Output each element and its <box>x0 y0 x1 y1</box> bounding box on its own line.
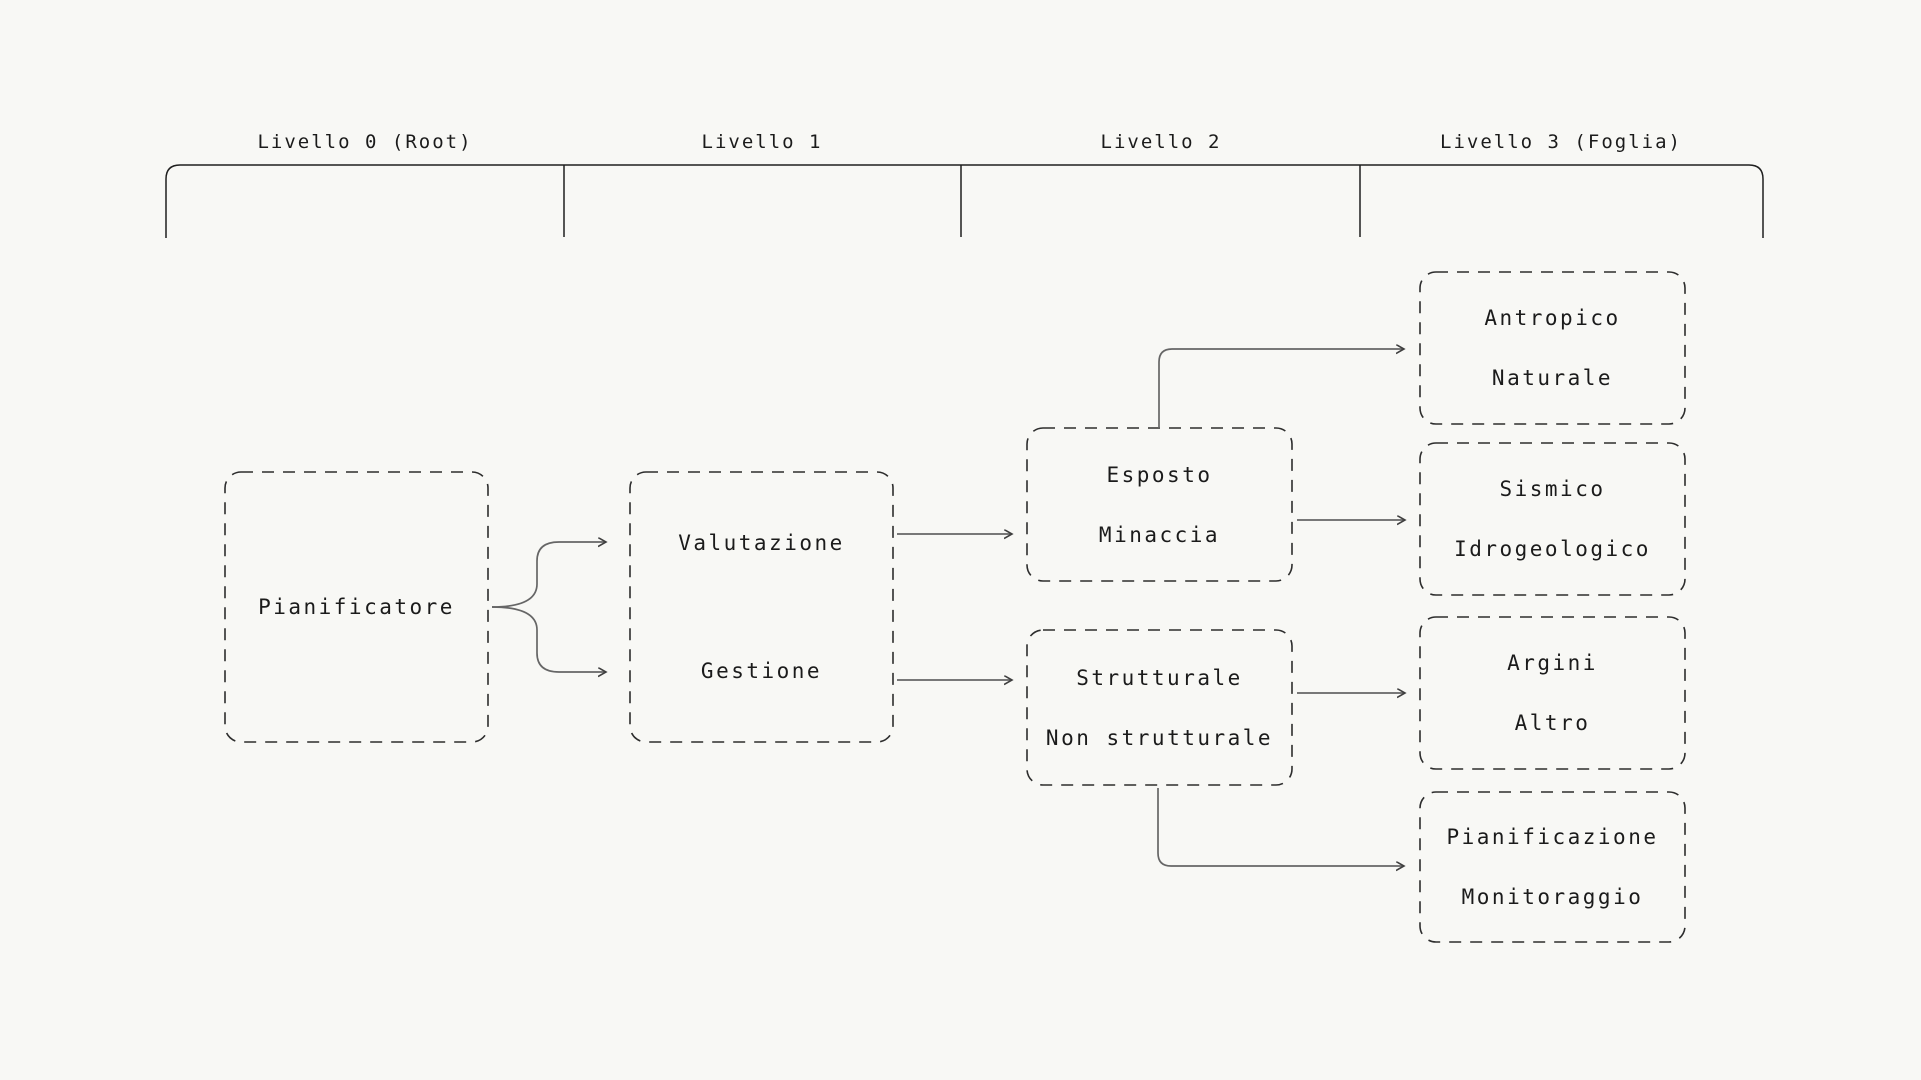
node-label: Naturale <box>1491 366 1614 390</box>
node-label: Sismico <box>1499 477 1606 501</box>
node-box-valutazione-gestione <box>629 471 894 743</box>
node-label: Gestione <box>700 659 823 683</box>
node-label: Antropico <box>1484 306 1621 330</box>
node-label: Esposto <box>1106 462 1213 487</box>
level-bracket <box>165 164 1764 238</box>
node-pianificazione-monitoraggio: Pianificazione Monitoraggio <box>1420 792 1685 942</box>
node-sismico-idrogeologico: Sismico Idrogeologico <box>1420 443 1685 595</box>
node-label: Monitoraggio <box>1461 885 1644 909</box>
node-box-pianificatore <box>224 471 489 743</box>
node-label: Idrogeologico <box>1454 537 1651 561</box>
level-label-2: Livello 2 <box>1100 131 1222 153</box>
node-box-argini-altro <box>1419 616 1686 770</box>
node-box-pianificazione-monitoraggio <box>1419 791 1686 943</box>
node-strutturale: Strutturale Non strutturale <box>1027 630 1292 785</box>
level-label-1: Livello 1 <box>701 131 823 153</box>
node-box-antropico-naturale <box>1419 271 1686 425</box>
connector-root-to-gestione <box>491 606 606 672</box>
node-label: Minaccia <box>1098 522 1221 547</box>
node-valutazione-gestione: Valutazione Gestione <box>630 472 893 742</box>
node-argini-altro: Argini Altro <box>1420 617 1685 769</box>
node-label: Valutazione <box>678 531 845 555</box>
node-pianificatore: Pianificatore <box>225 472 488 742</box>
node-label: Argini <box>1507 651 1598 675</box>
connector-root-to-valutazione <box>491 542 606 608</box>
node-label: Pianificazione <box>1446 825 1659 849</box>
node-esposto-minaccia: Esposto Minaccia <box>1027 428 1292 581</box>
level-label-3: Livello 3 (Foglia) <box>1440 131 1682 153</box>
node-label: Strutturale <box>1076 665 1243 690</box>
node-box-strutturale <box>1026 629 1293 786</box>
connector-strutturale-to-pianificazione <box>1157 788 1404 866</box>
node-label: Non strutturale <box>1045 725 1274 750</box>
connector-esposto-to-antropico <box>1158 349 1404 428</box>
node-label: Pianificatore <box>258 595 455 619</box>
node-label: Altro <box>1514 711 1591 735</box>
node-antropico-naturale: Antropico Naturale <box>1420 272 1685 424</box>
level-label-0: Livello 0 (Root) <box>257 131 473 153</box>
node-box-sismico-idrogeologico <box>1419 442 1686 596</box>
